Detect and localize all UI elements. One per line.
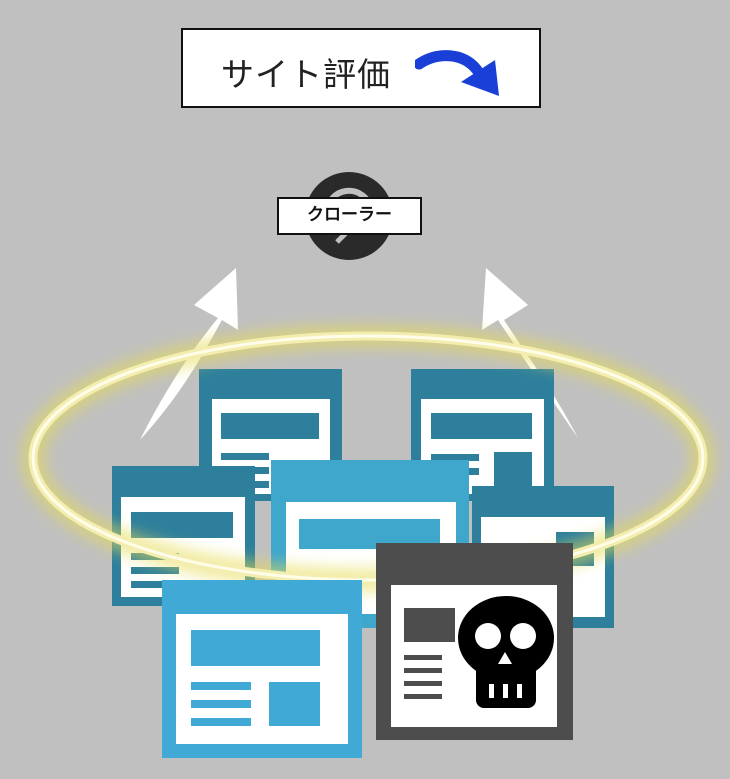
curved-arrow-icon bbox=[415, 50, 499, 96]
left-up-arrow-icon bbox=[140, 268, 238, 440]
skull-icon bbox=[458, 596, 554, 708]
site-evaluation-title: サイト評価 bbox=[221, 55, 391, 94]
crawler-label: クローラー bbox=[277, 197, 422, 235]
site-evaluation-title-box: サイト評価 bbox=[181, 28, 541, 108]
web-page-icon-6 bbox=[162, 580, 362, 758]
right-up-arrow-icon bbox=[482, 268, 578, 438]
